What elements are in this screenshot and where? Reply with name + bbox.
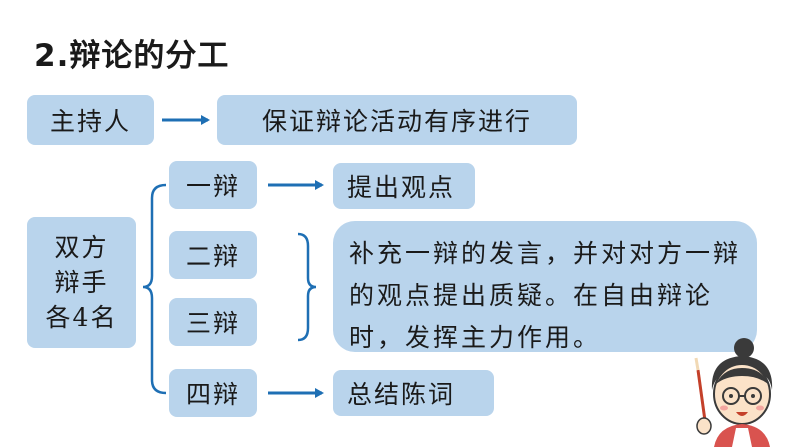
page-title: 2.辩论的分工 [34,38,230,74]
debater-3-box: 三辩 [169,298,257,346]
debater-1-duty-box: 提出观点 [333,163,475,209]
debater-2-3-duty-box: 补充一辩的发言，并对对方一辩的观点提出质疑。在自由辩论时，发挥主力作用。 [333,221,757,352]
debater-4-box: 四辩 [169,369,257,417]
team-label-line: 各4名 [45,303,118,332]
team-brace [142,183,167,395]
teacher-avatar-icon [694,338,773,447]
team-label-line: 辩手 [54,268,109,297]
debater-2-3-brace [297,232,317,342]
team-box: 双方 辩手 各4名 [27,217,136,348]
debater-4-duty-box: 总结陈词 [333,370,494,416]
debater-1-box: 一辩 [169,161,257,209]
debater-2-box: 二辩 [169,231,257,279]
host-box: 主持人 [27,95,154,145]
host-duty-box: 保证辩论活动有序进行 [217,95,577,145]
team-label-line: 双方 [54,233,109,262]
